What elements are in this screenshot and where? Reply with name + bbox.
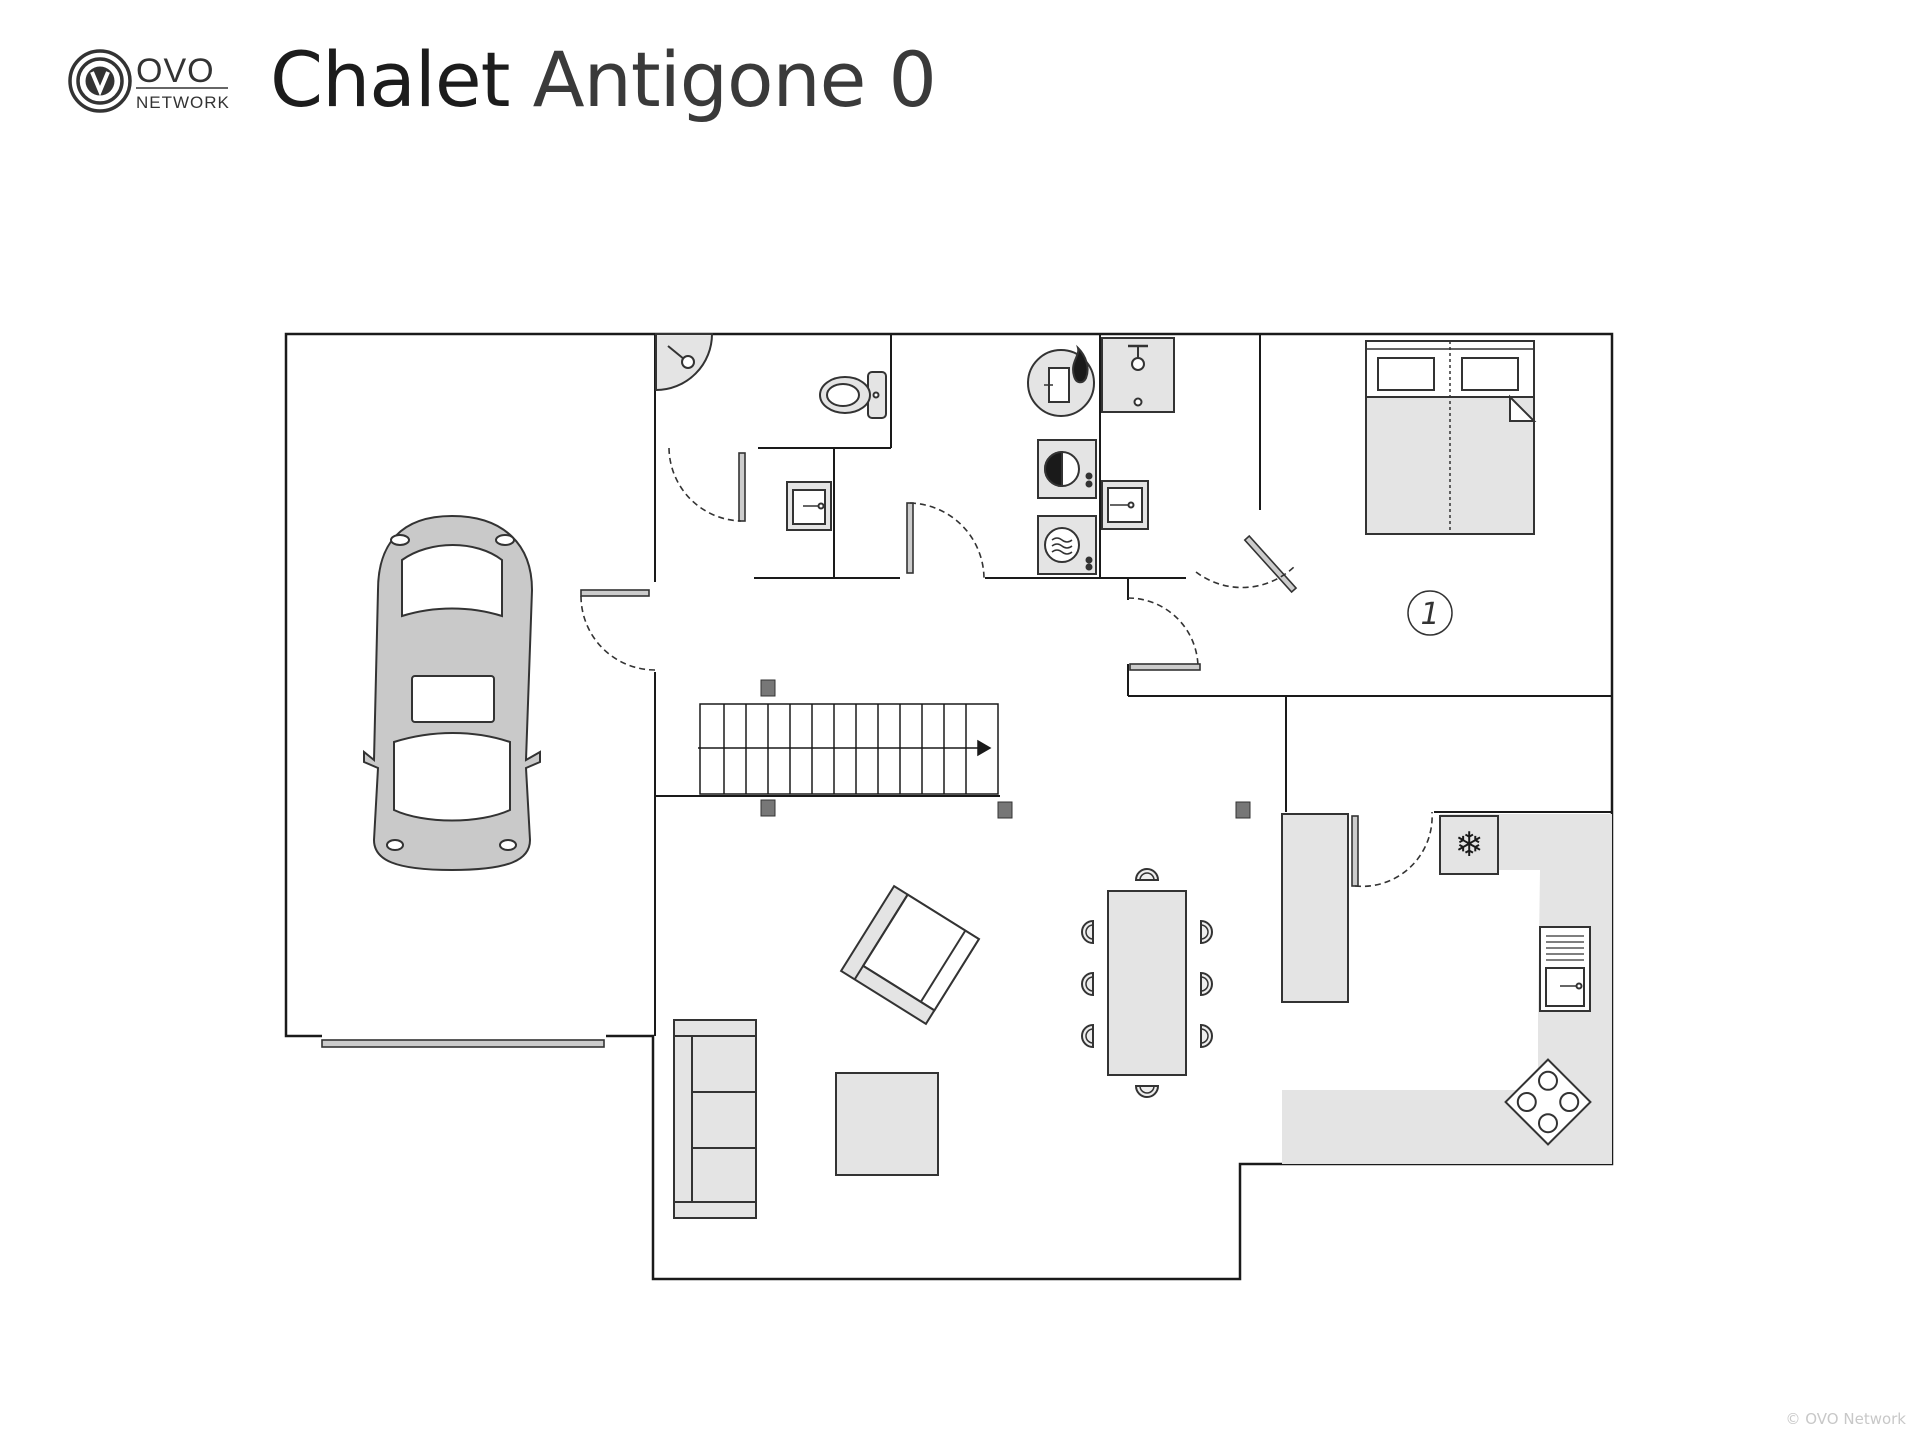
toilet-icon xyxy=(819,371,887,419)
brand-main: OVO xyxy=(136,52,215,90)
chair-icon xyxy=(1200,920,1213,944)
ovo-network-logo: OVO NETWORK xyxy=(68,49,230,113)
svg-text:❄: ❄ xyxy=(1455,825,1484,865)
washbasin-icon xyxy=(1101,480,1149,530)
wc-area xyxy=(655,333,887,531)
kitchen-island-icon xyxy=(1281,813,1349,1003)
room-number: 1 xyxy=(1420,597,1439,632)
title-part1: Chalet xyxy=(270,35,510,124)
table-icon xyxy=(1107,890,1187,1076)
washing-machine-icon xyxy=(1037,515,1097,575)
double-bed-icon xyxy=(1365,340,1537,535)
door-leaf xyxy=(580,589,650,597)
door-leaf xyxy=(1129,663,1201,671)
doors xyxy=(321,447,1433,1048)
living-room xyxy=(673,884,981,1219)
ovo-v-logo-icon xyxy=(68,49,132,113)
chair-icon xyxy=(1200,1024,1213,1048)
cooktop-icon xyxy=(1504,1058,1592,1146)
chair-icon xyxy=(1081,1024,1094,1048)
chair-icon xyxy=(1200,972,1213,996)
car-icon xyxy=(363,514,541,872)
page-title: Chalet Antigone 0 xyxy=(270,30,937,130)
brand-sub: NETWORK xyxy=(136,93,230,112)
shower-room xyxy=(1101,337,1175,530)
dryer-icon xyxy=(1037,439,1097,499)
armchair-icon xyxy=(839,884,981,1026)
utility-room xyxy=(1027,344,1097,575)
kitchen: ❄ xyxy=(1281,813,1612,1164)
freezer-icon: ❄ xyxy=(1439,815,1499,875)
chair-icon xyxy=(1135,868,1159,881)
washbasin-icon xyxy=(786,481,832,531)
garage-door xyxy=(321,1039,605,1048)
chair-icon xyxy=(1081,920,1094,944)
pillars xyxy=(760,679,1251,819)
shower-icon xyxy=(1101,337,1175,413)
door-leaf xyxy=(906,502,914,574)
coffee-table-icon xyxy=(835,1072,939,1176)
chair-icon xyxy=(1081,972,1094,996)
bedroom: 1 xyxy=(1365,340,1537,636)
copyright-notice: © OVO Network xyxy=(1785,1410,1906,1428)
sofa-icon xyxy=(673,1019,757,1219)
sink-icon xyxy=(1539,926,1591,1012)
door-leaf xyxy=(1243,534,1298,594)
dining-table xyxy=(1081,868,1213,1098)
stair-arrow-icon xyxy=(977,739,992,757)
door-leaf xyxy=(738,452,746,522)
water-heater-icon xyxy=(1027,344,1095,417)
title-part2: Antigone 0 xyxy=(532,35,937,124)
staircase xyxy=(698,703,999,795)
chair-icon xyxy=(1135,1085,1159,1098)
room-number-badge xyxy=(1407,590,1453,636)
door-leaf xyxy=(1351,815,1359,887)
